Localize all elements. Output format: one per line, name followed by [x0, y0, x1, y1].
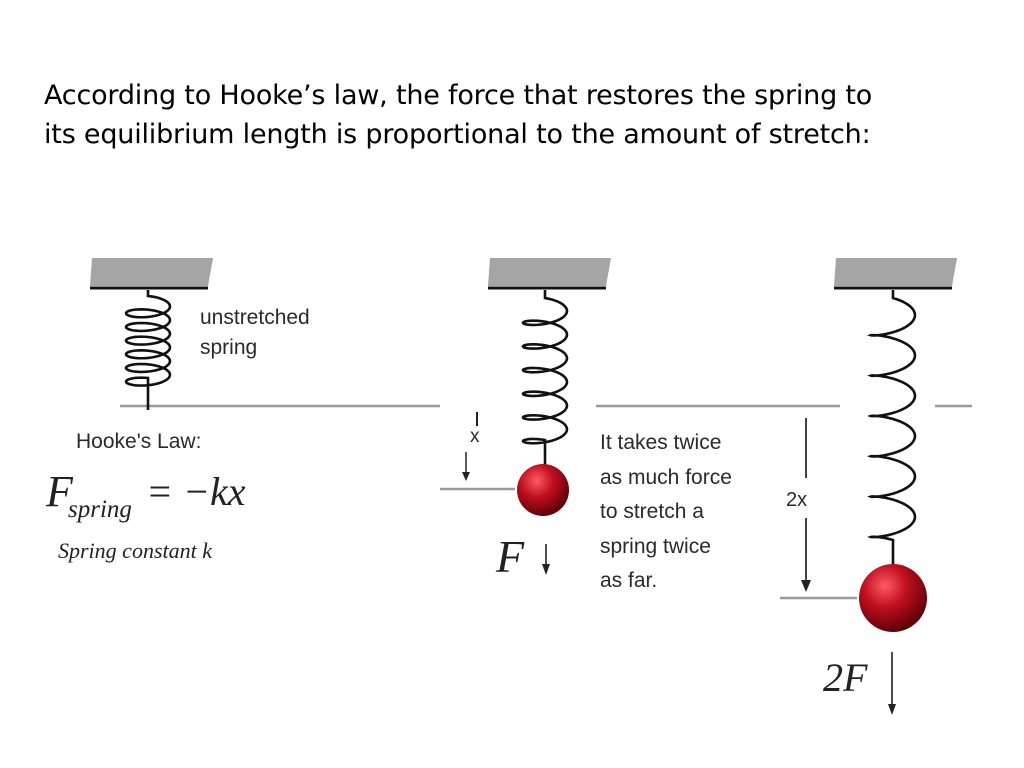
explanation-line: to stretch a [600, 500, 704, 523]
explanation-line: spring twice [600, 534, 711, 558]
formula-subscript: spring [68, 496, 132, 523]
spring-icon [866, 290, 917, 566]
spring-icon [521, 290, 569, 466]
ceiling-mount-icon [834, 258, 957, 290]
arrow-icon [801, 580, 811, 592]
explanation-text: It takes twice as much force to stretch … [600, 426, 732, 599]
slide-heading: According to Hooke’s law, the force that… [44, 76, 1004, 154]
explanation-line: as far. [600, 569, 658, 592]
force-F-label: F [496, 531, 525, 582]
2x-displacement-label: 2x [786, 489, 808, 511]
x-displacement-label: x [470, 426, 480, 447]
ceiling-mount-icon [488, 258, 611, 290]
hookes-law-formula: F spring = −kx [46, 466, 286, 526]
spring-constant-note: Spring constant k [58, 538, 212, 563]
arrow-icon [542, 564, 550, 575]
mass-ball-icon [517, 464, 569, 516]
unstretched-label-line-1: unstretched [200, 306, 310, 329]
formula-force-symbol: F [46, 467, 73, 516]
arrow-icon [462, 472, 470, 481]
unstretched-label-line-2: spring [200, 336, 258, 359]
explanation-line: It takes twice [600, 431, 722, 454]
force-2F-label: 2F [823, 655, 868, 700]
ceiling-mount-icon [90, 258, 213, 290]
unstretched-spring-label: unstretched spring [200, 303, 310, 363]
formula-rhs: = −kx [146, 469, 246, 514]
arrow-icon [888, 704, 896, 715]
explanation-line: as much force [600, 465, 732, 489]
heading-line-1: According to Hooke’s law, the force that… [44, 80, 873, 111]
spring-icon [124, 290, 172, 410]
hookes-law-title: Hooke's Law: [76, 430, 202, 453]
mass-ball-icon [859, 564, 927, 632]
heading-line-2: its equilibrium length is proportional t… [44, 119, 871, 150]
